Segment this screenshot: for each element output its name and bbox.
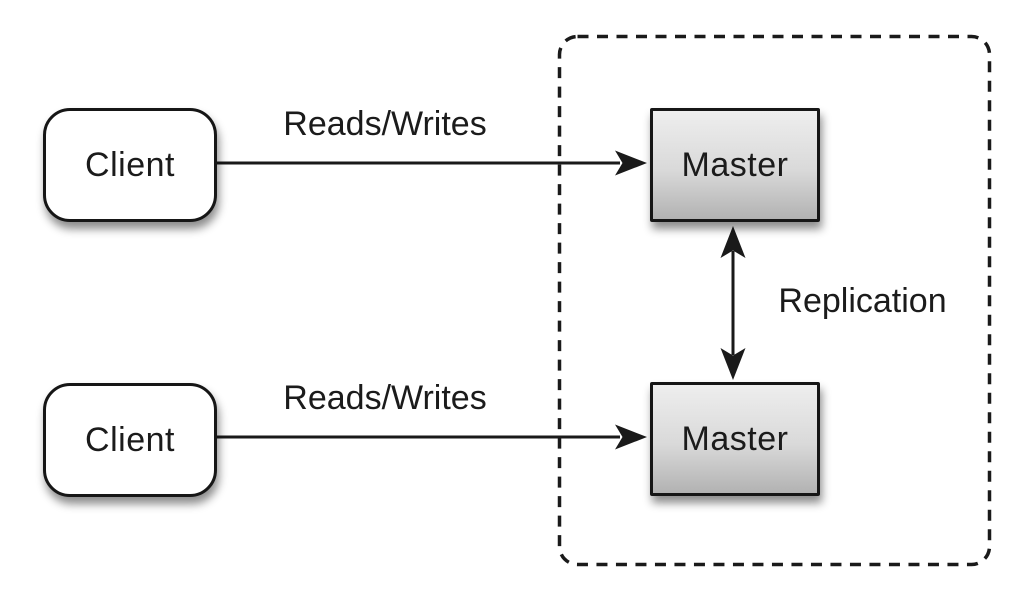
arrowhead-down-icon [720,348,746,380]
arrowhead-up-icon [720,226,746,258]
client-node-bottom-label: Client [85,420,175,459]
client-node-top-label: Client [85,145,175,184]
replication-arrow [720,226,746,380]
master-node-top-label: Master [681,145,789,184]
reads-writes-arrow-bottom [217,424,647,450]
master-node-bottom: Master [650,382,820,496]
replication-boundary [557,34,992,567]
reads-writes-label-top: Reads/Writes [283,105,487,143]
reads-writes-arrow-top [217,150,647,176]
master-node-top: Master [650,108,820,222]
reads-writes-label-bottom: Reads/Writes [283,379,487,417]
arrowhead-right-icon [615,150,647,176]
replication-label: Replication [778,282,947,320]
arrowhead-right-icon [615,424,647,450]
master-node-bottom-label: Master [681,419,789,458]
client-node-top: Client [43,108,217,222]
client-node-bottom: Client [43,383,217,497]
